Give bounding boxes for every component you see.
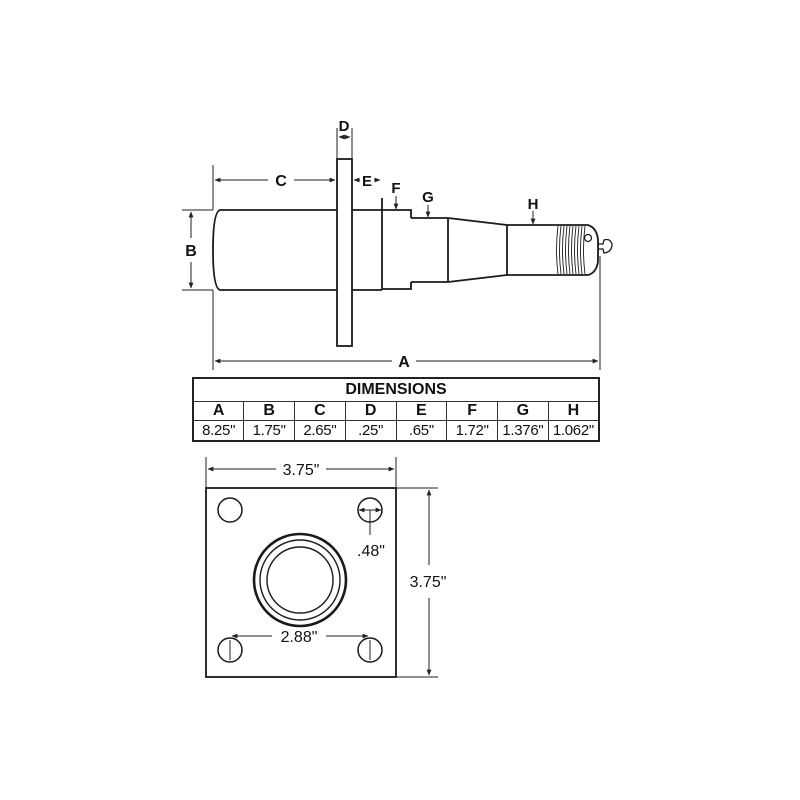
bearing-seat-f	[382, 209, 412, 290]
label-a: A	[398, 354, 410, 371]
label-f: F	[391, 180, 400, 197]
spindle-side-view	[212, 158, 613, 347]
dimensions-header-row: A B C D E F G H	[192, 401, 600, 421]
dimensions-table: DIMENSIONS A B C D E F G H 8.25" 1.75" 2…	[192, 377, 600, 442]
hole-spacing-label: 2.88"	[281, 629, 318, 646]
threaded-end	[556, 224, 599, 276]
plate-width-label: 3.75"	[283, 462, 320, 479]
column-header: C	[294, 401, 346, 421]
column-header: E	[395, 401, 448, 421]
bearing-seat-h	[507, 224, 556, 276]
bearing-seat-g	[411, 217, 448, 283]
column-header: H	[547, 401, 600, 421]
dimension-value: 1.376"	[497, 420, 549, 442]
cotter-pin-hole	[583, 233, 593, 243]
dimensions-value-row: 8.25" 1.75" 2.65" .25" .65" 1.72" 1.376"…	[192, 420, 600, 442]
bolt-hole-top-left	[217, 497, 243, 523]
column-header: F	[446, 401, 498, 421]
plate-height-label: 3.75"	[410, 574, 447, 591]
grease-fitting	[598, 238, 613, 254]
bolt-hole-bottom-left	[217, 637, 243, 663]
plate-dimension-lines	[205, 457, 438, 678]
dimension-value: 1.75"	[243, 420, 295, 442]
mounting-flange	[336, 158, 353, 347]
column-header: A	[192, 401, 245, 421]
hole-diameter-label: .48"	[357, 543, 385, 560]
spindle-ring-inner	[266, 546, 334, 614]
flange-plate	[205, 487, 397, 678]
inboard-shaft	[212, 209, 337, 291]
label-g: G	[422, 189, 434, 206]
flange-plate-view	[205, 487, 397, 678]
dimensions-table-title: DIMENSIONS	[192, 377, 600, 402]
dimension-value: 2.65"	[294, 420, 346, 442]
dimension-value: .65"	[395, 420, 448, 442]
column-header: G	[497, 401, 549, 421]
column-header: B	[243, 401, 295, 421]
column-header: D	[344, 401, 397, 421]
spindle-ring-middle	[259, 539, 341, 621]
label-h: H	[528, 196, 539, 213]
dimension-value: .25"	[344, 420, 397, 442]
side-view-dimension-lines	[182, 128, 601, 370]
label-e: E	[362, 173, 372, 190]
dimension-value: 8.25"	[192, 420, 245, 442]
label-b: B	[185, 243, 197, 260]
label-d: D	[339, 118, 350, 135]
dimension-value: 1.72"	[446, 420, 498, 442]
dimension-value: 1.062"	[547, 420, 600, 442]
taper	[447, 217, 508, 283]
label-c: C	[275, 173, 287, 190]
bolt-hole-bottom-right	[357, 637, 383, 663]
thread-lines	[556, 225, 586, 275]
spindle-ring-outer	[252, 532, 348, 628]
